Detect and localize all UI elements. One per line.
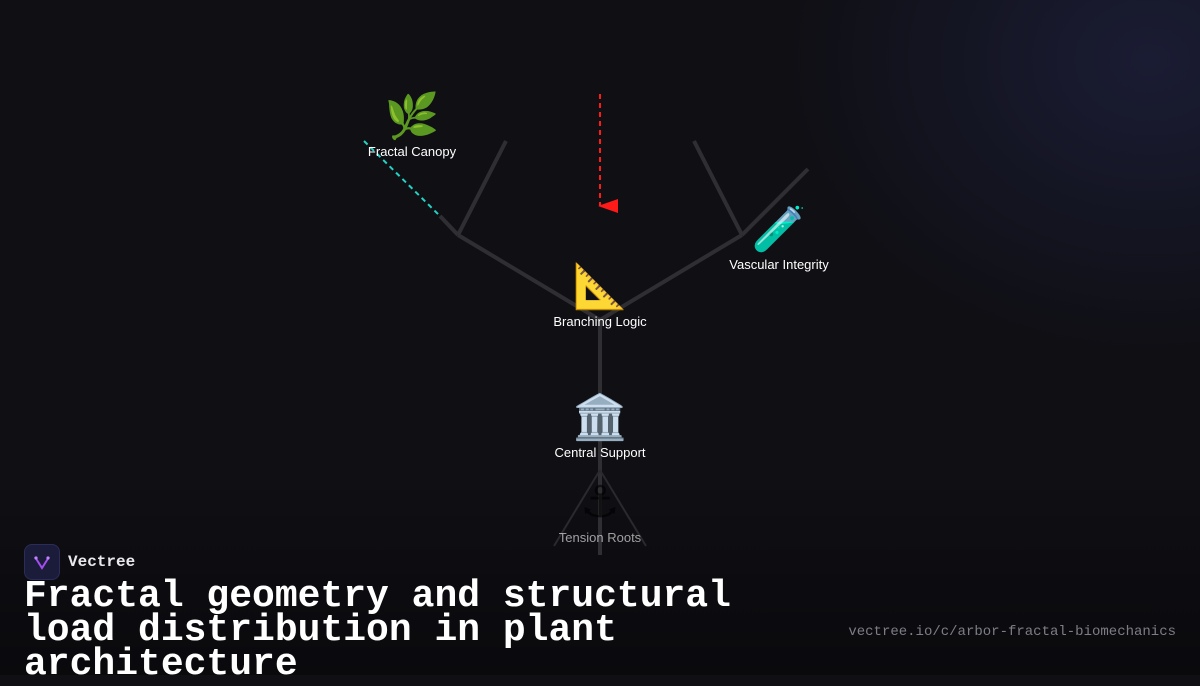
herb-icon: 🌿 — [384, 91, 440, 142]
page-title: Fractal geometry and structural load dis… — [24, 575, 731, 686]
brand-name: Vectree — [68, 553, 136, 571]
node-label: Tension Roots — [558, 530, 642, 545]
classical-building-icon: 🏛️ — [572, 392, 628, 443]
node-branching-logic: 📐 Branching Logic — [553, 261, 647, 330]
test-tube-icon: 🧪 — [751, 204, 807, 255]
left-inner-twig — [456, 140, 508, 236]
node-tension-roots: ⚓ Tension Roots — [558, 477, 642, 546]
anchor-icon: ⚓ — [580, 477, 620, 528]
node-fractal-canopy: 🌿 Fractal Canopy — [367, 91, 457, 160]
triangular-ruler-icon: 📐 — [572, 261, 628, 312]
node-central-support: 🏛️ Central Support — [554, 392, 646, 461]
right-root — [599, 469, 647, 547]
vectree-logo-icon — [24, 544, 60, 580]
node-label: Vascular Integrity — [729, 257, 829, 272]
left-outer-twig — [438, 214, 460, 237]
right-main-branch — [598, 233, 744, 322]
left-root — [553, 469, 601, 547]
node-vascular-integrity: 🧪 Vascular Integrity — [729, 204, 829, 273]
right-inner-twig — [692, 140, 744, 236]
node-label: Branching Logic — [553, 314, 647, 329]
brand: Vectree — [24, 544, 135, 580]
node-label: Fractal Canopy — [367, 144, 457, 159]
right-outer-twig — [740, 167, 810, 237]
source-url: vectree.io/c/arbor-fractal-biomechanics — [848, 624, 1176, 640]
left-main-branch — [456, 233, 602, 322]
node-label: Central Support — [554, 445, 646, 460]
